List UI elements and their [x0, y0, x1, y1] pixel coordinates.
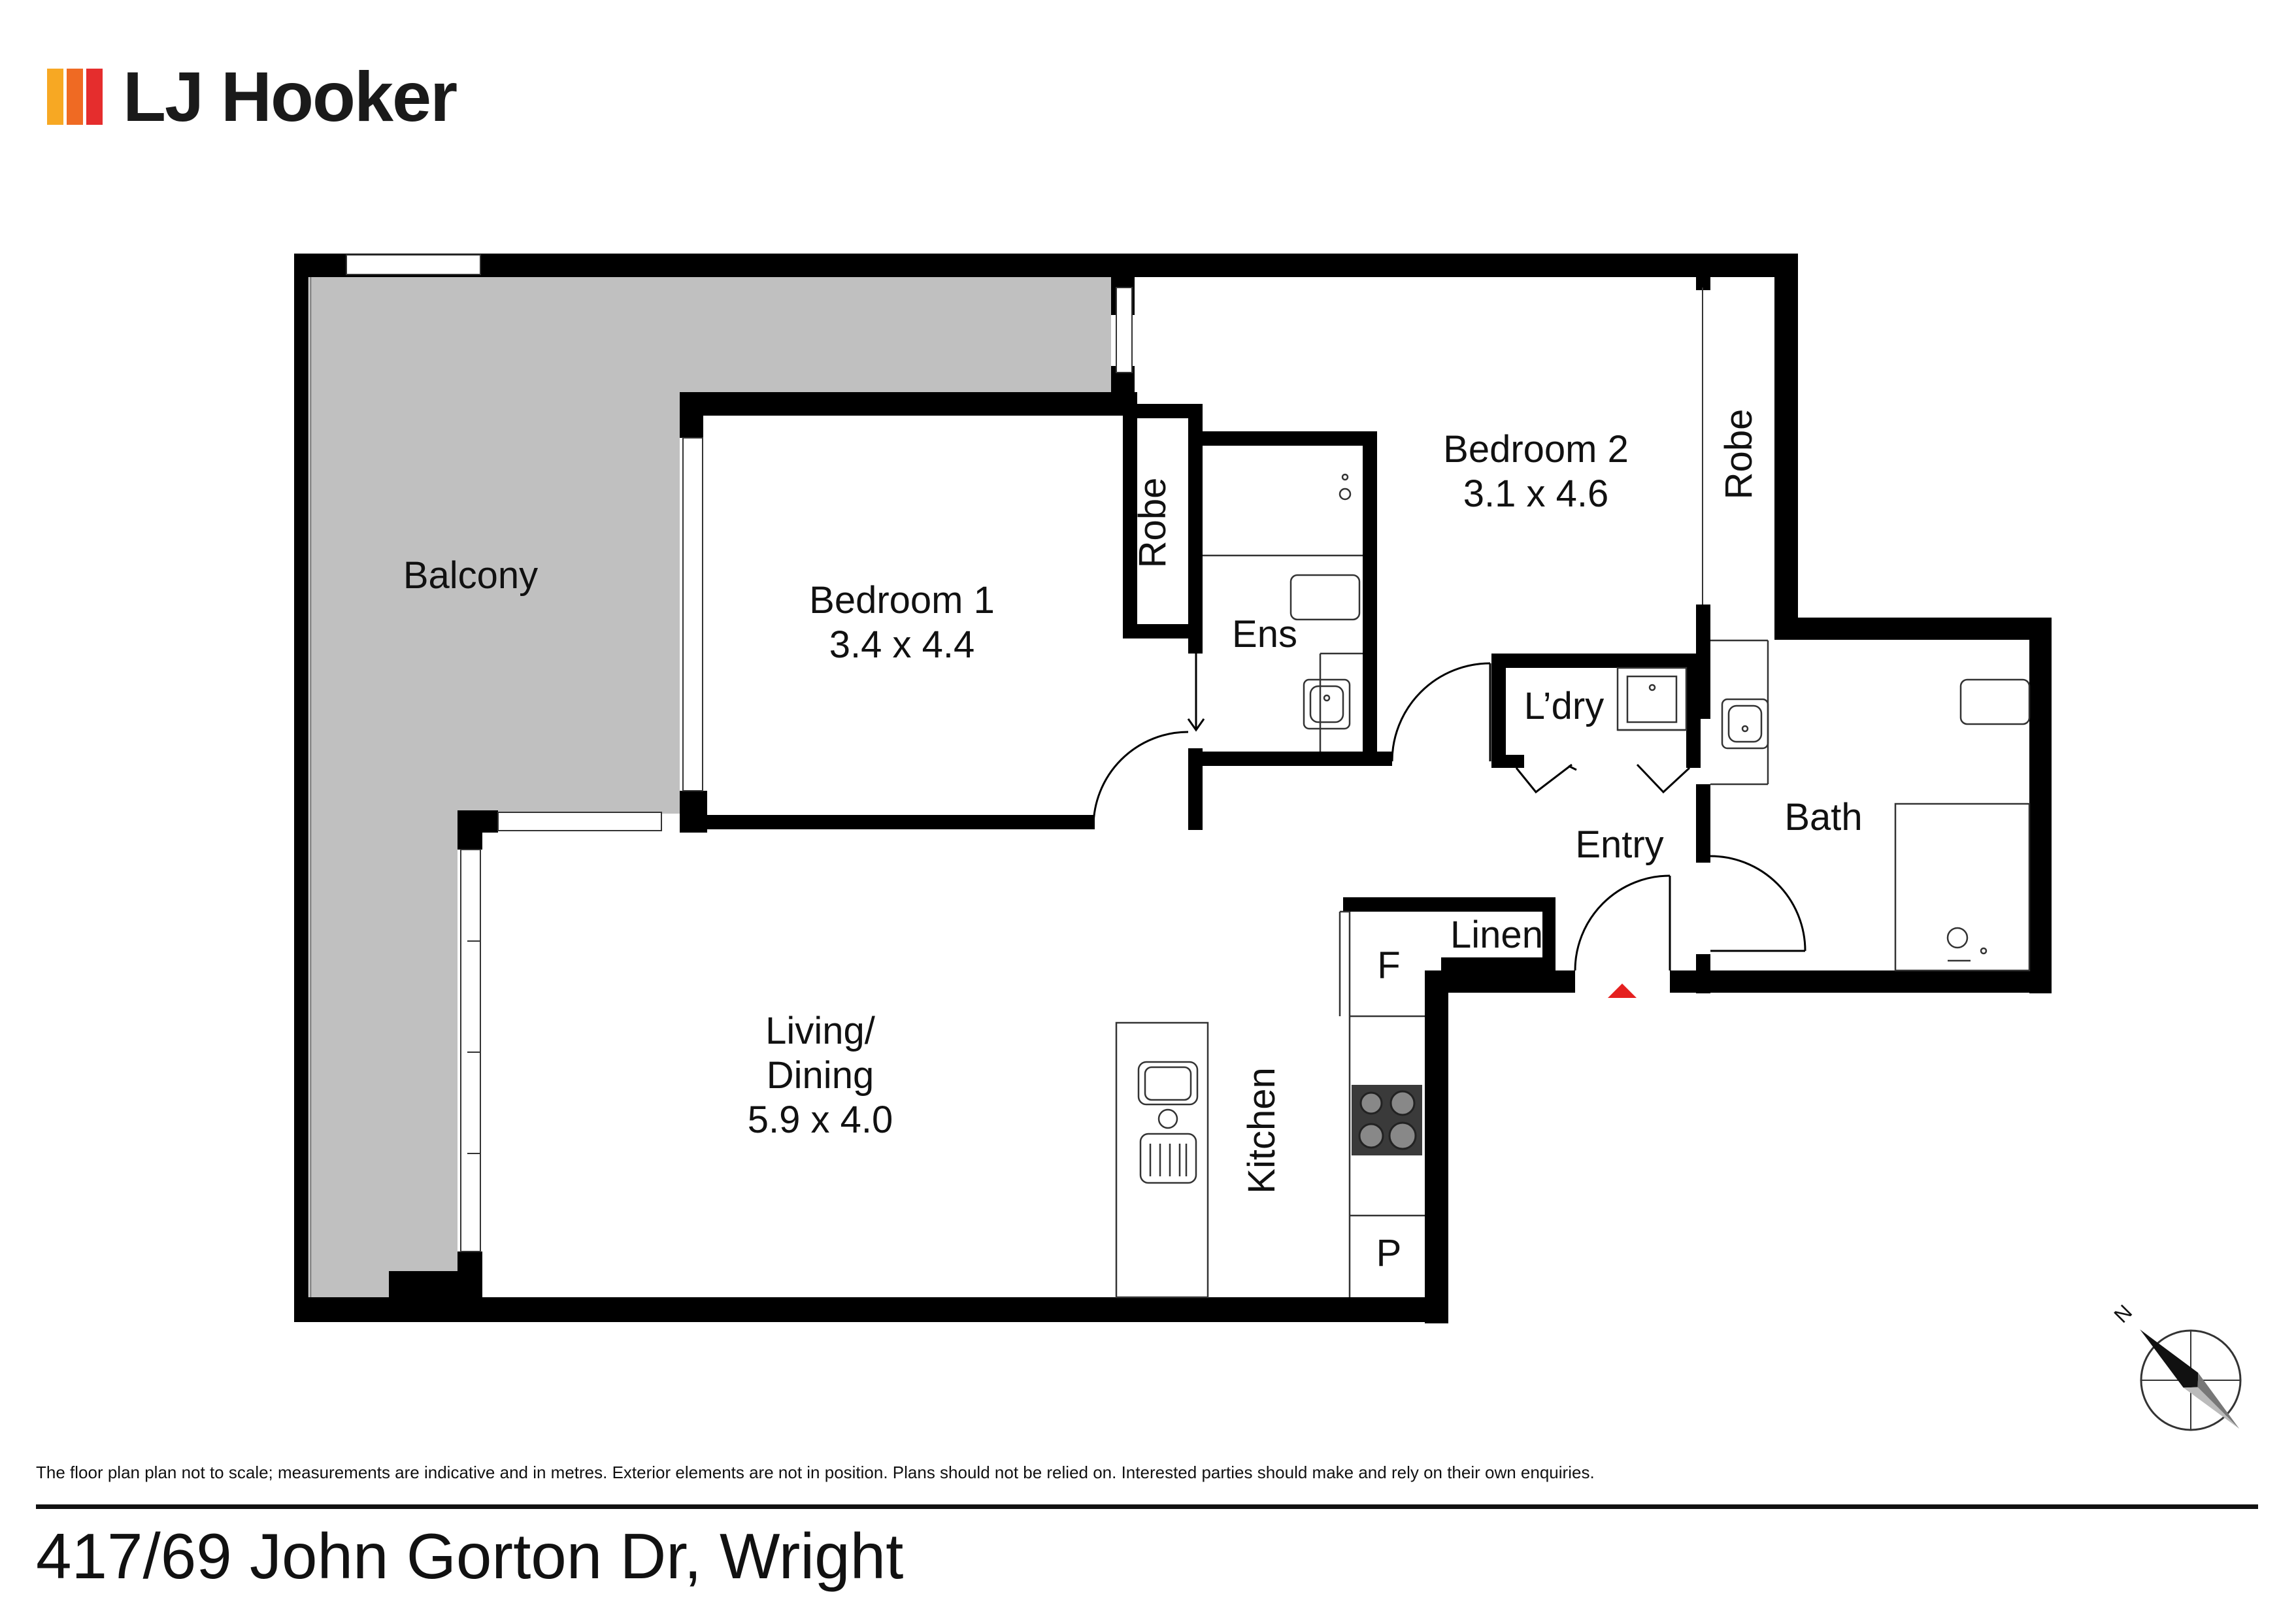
label-kitchen: Kitchen: [1240, 1067, 1283, 1193]
label-pantry: P: [1376, 1232, 1402, 1274]
logo-wordmark: LJ Hooker: [123, 57, 458, 136]
label-balcony: Balcony: [403, 554, 538, 597]
fixtures: [1115, 473, 2031, 1299]
label-bath: Bath: [1784, 796, 1862, 838]
lj-hooker-logo: LJ Hooker: [47, 57, 458, 136]
compass-label: N: [2109, 1300, 2137, 1327]
north-arrow-icon: N: [2109, 1300, 2242, 1431]
entry-marker-icon: [1608, 984, 1637, 998]
disclaimer-text: The floor plan plan not to scale; measur…: [36, 1463, 1595, 1482]
label-ensuite: Ens: [1232, 613, 1297, 655]
label-living-line2: Dining: [767, 1054, 874, 1097]
label-living-line1: Living/: [765, 1010, 876, 1052]
label-linen: Linen: [1450, 914, 1543, 956]
label-living-size: 5.9 x 4.0: [748, 1099, 893, 1141]
logo-bars-icon: [47, 69, 106, 125]
label-robe1: Robe: [1131, 478, 1174, 569]
label-bedroom1: Bedroom 1: [809, 579, 995, 621]
label-entry: Entry: [1575, 823, 1663, 866]
label-bedroom2-size: 3.1 x 4.6: [1463, 472, 1608, 515]
label-laundry: L’dry: [1524, 685, 1605, 727]
label-bedroom1-size: 3.4 x 4.4: [829, 623, 974, 666]
cooktop-icon: [1352, 1085, 1422, 1155]
doors: [1092, 640, 1806, 971]
walls: [294, 254, 2052, 1323]
room-labels: Balcony Bedroom 1 3.4 x 4.4 Bedroom 2 3.…: [403, 409, 1863, 1274]
label-robe2: Robe: [1718, 409, 1760, 500]
label-bedroom2: Bedroom 2: [1443, 428, 1629, 471]
label-fridge: F: [1377, 944, 1400, 987]
property-address: 417/69 John Gorton Dr, Wright: [36, 1520, 904, 1592]
footer-divider: [36, 1504, 2258, 1509]
windows: [346, 254, 1703, 1252]
balcony-area: [310, 276, 1111, 1297]
